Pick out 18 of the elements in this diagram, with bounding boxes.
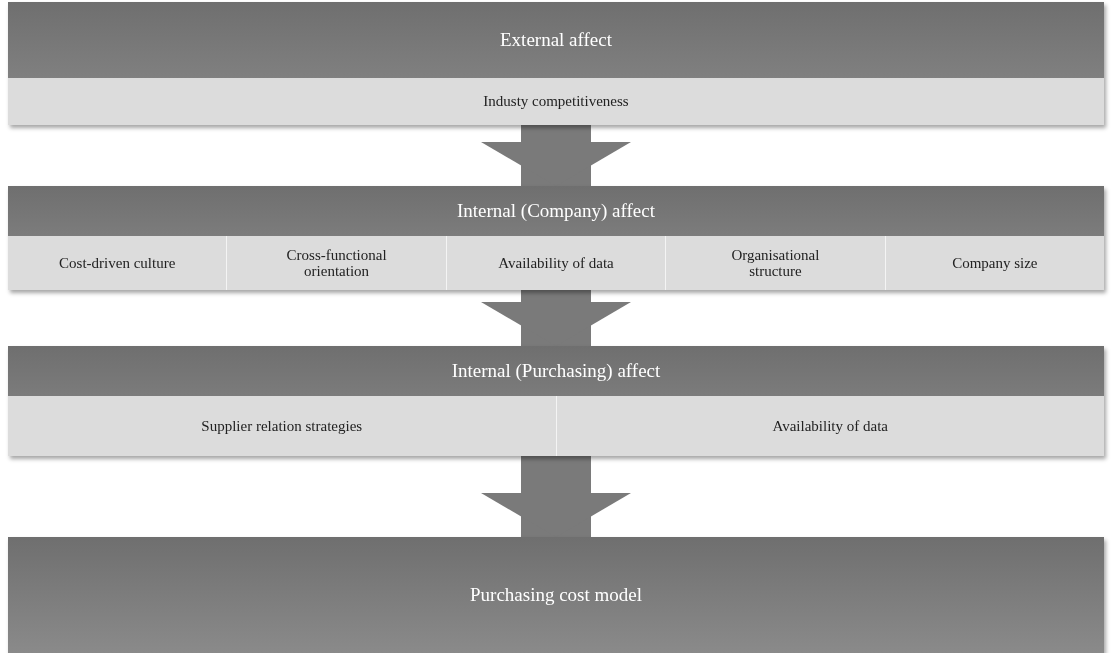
factor-tile: Cross-functional orientation bbox=[227, 236, 447, 290]
block-arrow bbox=[481, 125, 631, 186]
category-band bbox=[8, 346, 1104, 456]
factor-tile: Industy competitiveness bbox=[8, 78, 1104, 125]
factor-tile: Cost-driven culture bbox=[8, 236, 228, 290]
band-heading: External affect bbox=[499, 28, 613, 52]
band-heading: Internal (Purchasing) affect bbox=[450, 359, 662, 383]
category-band bbox=[8, 2, 1104, 125]
factor-tile: Organisational structure bbox=[666, 236, 886, 290]
factor-tile: Availability of data bbox=[446, 236, 667, 290]
category-band bbox=[8, 186, 1104, 290]
band-heading: Internal (Company) affect bbox=[456, 199, 656, 223]
result-band: Purchasing cost model bbox=[8, 537, 1104, 653]
factor-tile: Availability of data bbox=[556, 396, 1104, 456]
factor-tile: Company size bbox=[885, 236, 1105, 290]
block-arrow bbox=[481, 290, 631, 346]
block-arrow bbox=[481, 456, 631, 537]
factor-tile: Supplier relation strategies bbox=[8, 396, 557, 456]
